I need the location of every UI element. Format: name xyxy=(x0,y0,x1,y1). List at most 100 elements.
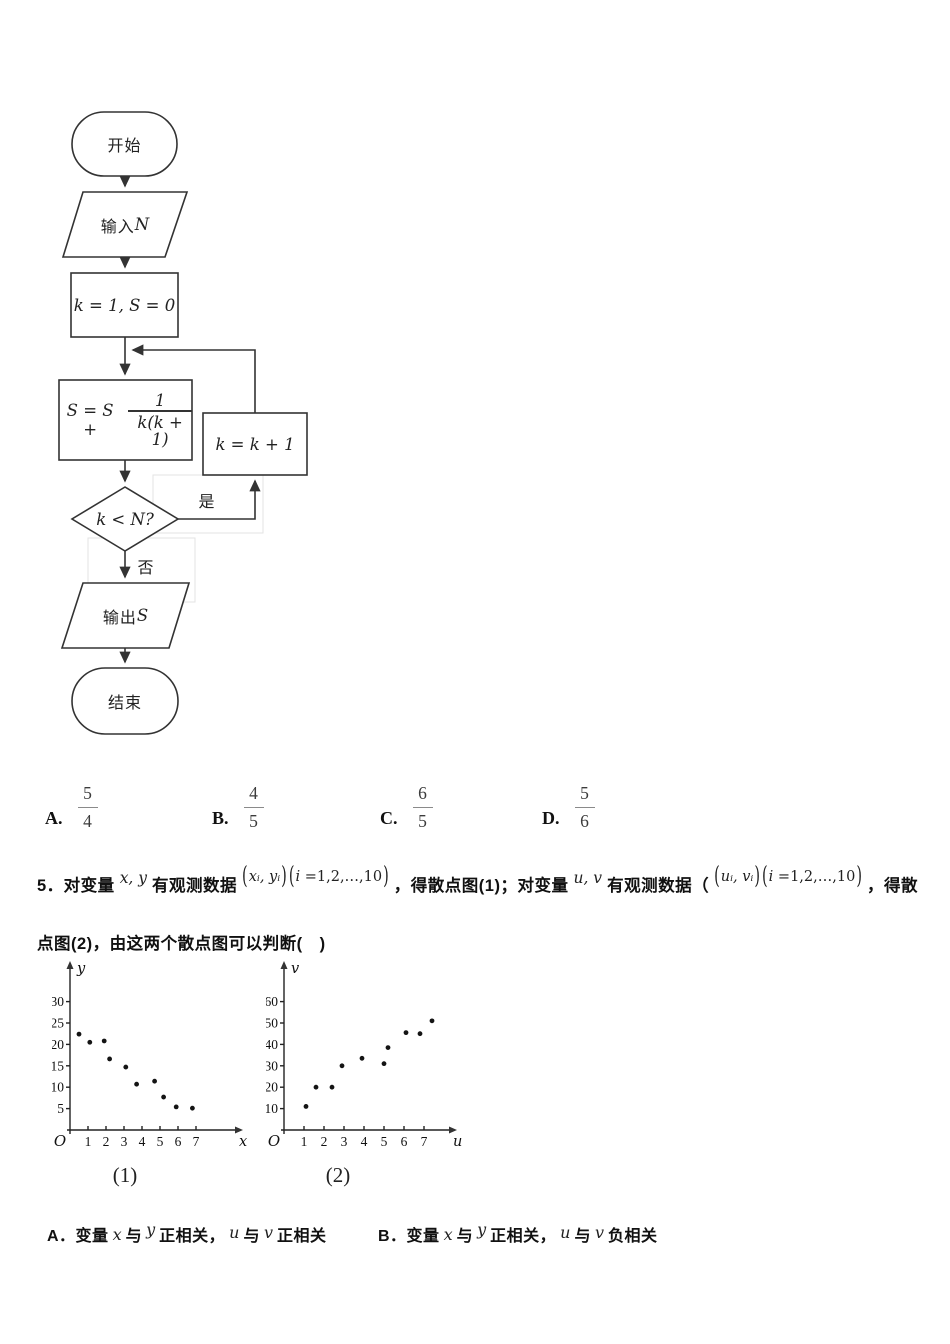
arrow-yes xyxy=(178,479,261,520)
pair-xy: xᵢ, yᵢ xyxy=(248,869,281,885)
svg-text:6: 6 xyxy=(175,1134,182,1149)
index-range: 1,2,…,10 xyxy=(316,869,383,885)
option2-b-tail: 负相关 xyxy=(608,1228,658,1245)
svg-text:20: 20 xyxy=(52,1037,64,1052)
svg-text:10: 10 xyxy=(266,1101,278,1116)
option2-a-prefix: A．变量 xyxy=(47,1228,109,1245)
node-decision xyxy=(70,486,180,552)
denominator: 5 xyxy=(249,811,258,831)
node-increment xyxy=(202,412,308,476)
and-text: 与 xyxy=(574,1228,591,1245)
pair-uv: uᵢ, vᵢ xyxy=(720,869,754,885)
svg-text:v: v xyxy=(291,961,300,977)
var-v: v xyxy=(264,1223,274,1242)
node-output xyxy=(60,582,191,649)
option2-a-mid: 正相关， xyxy=(159,1228,226,1245)
node-init xyxy=(70,272,179,338)
svg-text:7: 7 xyxy=(193,1134,200,1149)
option-c-fraction: 6 5 xyxy=(412,783,433,832)
q5-obs-uv: ( uᵢ, vᵢ ) ( i = 1,2,…,10 ) xyxy=(713,864,863,890)
fraction-bar xyxy=(412,807,433,808)
svg-text:4: 4 xyxy=(361,1134,368,1149)
option2-b: B．变量 x 与 y 正相关， u 与 v 负相关 xyxy=(378,1220,658,1246)
svg-text:2: 2 xyxy=(103,1134,110,1149)
svg-text:7: 7 xyxy=(421,1134,428,1149)
svg-text:50: 50 xyxy=(266,1016,278,1031)
svg-text:5: 5 xyxy=(57,1101,64,1116)
q5-vars-uv: u, v xyxy=(573,869,603,887)
var-x: x xyxy=(112,1225,122,1244)
svg-text:y: y xyxy=(76,961,86,977)
fraction-bar xyxy=(243,807,264,808)
option-b-label: B. xyxy=(212,808,229,828)
index-var: i = xyxy=(768,869,791,885)
paren: ) xyxy=(856,863,862,891)
numerator: 6 xyxy=(418,783,427,803)
node-input xyxy=(61,191,189,258)
plot1-caption: (1) xyxy=(112,1163,138,1187)
svg-text:u: u xyxy=(453,1134,462,1150)
svg-text:10: 10 xyxy=(52,1080,64,1095)
svg-text:4: 4 xyxy=(139,1134,146,1149)
paren: ) xyxy=(281,863,287,891)
denominator: 6 xyxy=(580,811,589,831)
var-u: u xyxy=(560,1223,571,1242)
and-text: 与 xyxy=(243,1228,260,1245)
svg-text:3: 3 xyxy=(121,1134,128,1149)
svg-text:5: 5 xyxy=(381,1134,388,1149)
option2-a-tail: 正相关 xyxy=(277,1228,327,1245)
denominator: 5 xyxy=(418,811,427,831)
var-x: x xyxy=(443,1225,453,1244)
svg-text:5: 5 xyxy=(157,1134,164,1149)
option-d-label: D. xyxy=(542,808,560,828)
svg-text:1: 1 xyxy=(301,1134,308,1149)
plot2-caption: (2) xyxy=(325,1163,351,1187)
numerator: 5 xyxy=(83,783,92,803)
index-range: 1,2,…,10 xyxy=(790,869,856,885)
svg-text:1: 1 xyxy=(85,1134,92,1149)
option-b-fraction: 4 5 xyxy=(243,783,264,832)
q5-text4: 有观测数据（ xyxy=(607,877,710,895)
var-u: u xyxy=(229,1223,240,1242)
and-text: 与 xyxy=(125,1228,143,1245)
var-y: y xyxy=(146,1220,156,1239)
denominator: 4 xyxy=(83,811,92,831)
paren: ( xyxy=(762,863,768,891)
arrow-feedback xyxy=(131,344,256,413)
option-d: D. 5 6 xyxy=(542,783,595,832)
option2-b-prefix: B．变量 xyxy=(378,1228,440,1245)
svg-text:x: x xyxy=(239,1134,247,1150)
svg-text:30: 30 xyxy=(52,994,64,1009)
svg-text:25: 25 xyxy=(52,1016,64,1031)
question5-line2: 点图(2)，由这两个散点图可以判断( ) xyxy=(37,935,326,953)
option2-a: A．变量 x 与 y 正相关， u 与 v 正相关 xyxy=(47,1220,327,1246)
node-sum xyxy=(58,379,193,461)
q5-text2: 有观测数据 xyxy=(152,877,238,895)
q5-text5: ，得散 xyxy=(866,877,918,895)
q5-prefix: 5．对变量 xyxy=(37,877,115,895)
option-a-label: A. xyxy=(45,808,63,828)
q5-text3: ，得散点图(1)；对变量 xyxy=(393,877,569,895)
svg-text:6: 6 xyxy=(401,1134,408,1149)
index-var: i = xyxy=(295,869,317,885)
paren: ) xyxy=(754,863,760,891)
option-c-label: C. xyxy=(380,808,398,828)
var-v: v xyxy=(595,1223,605,1242)
svg-text:20: 20 xyxy=(266,1080,278,1095)
paren: ( xyxy=(242,863,248,891)
svg-text:15: 15 xyxy=(52,1058,64,1073)
svg-text:O: O xyxy=(54,1132,66,1150)
option-c: C. 6 5 xyxy=(380,783,433,832)
node-start xyxy=(71,111,178,177)
option-b: B. 4 5 xyxy=(212,783,264,832)
option2-b-mid: 正相关， xyxy=(490,1228,557,1245)
numerator: 4 xyxy=(249,783,258,803)
flowchart xyxy=(58,111,308,735)
svg-text:40: 40 xyxy=(266,1037,278,1052)
var-y: y xyxy=(477,1220,487,1239)
paren: ) xyxy=(383,863,389,891)
svg-text:30: 30 xyxy=(266,1058,278,1073)
